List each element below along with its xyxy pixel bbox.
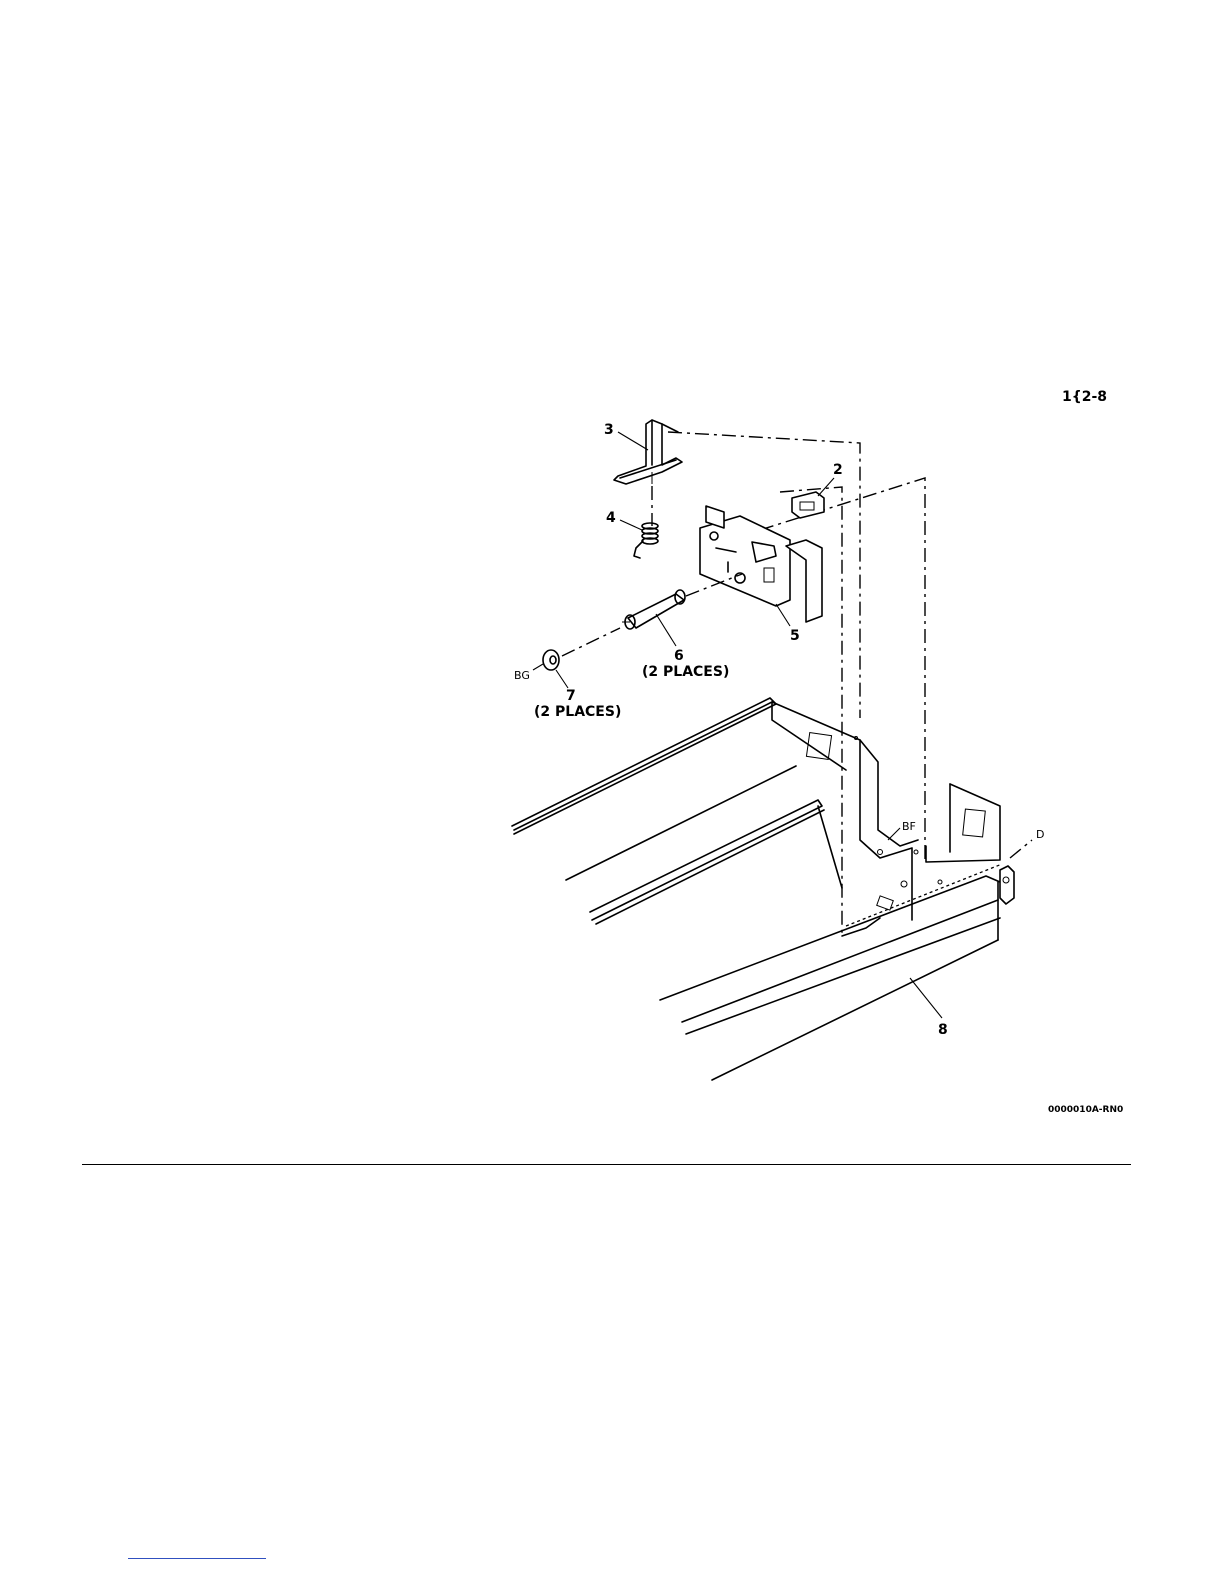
part-2-clip bbox=[792, 492, 824, 518]
part-7-washer bbox=[533, 650, 559, 670]
callout-7-note: (2 PLACES) bbox=[534, 704, 621, 720]
callout-6-note: (2 PLACES) bbox=[642, 664, 729, 680]
part-8-frame bbox=[512, 698, 1032, 1080]
locator-bg: BG bbox=[514, 669, 530, 682]
callout-7: 7 bbox=[566, 688, 576, 704]
callout-6: 6 bbox=[674, 648, 684, 664]
callout-3: 3 bbox=[604, 422, 614, 438]
locator-bf: BF bbox=[902, 820, 916, 833]
locator-d: D bbox=[1036, 828, 1044, 841]
shaft-axis-lower bbox=[562, 628, 620, 656]
drawing-code: 0000010A-RN0 bbox=[1048, 1105, 1123, 1115]
callout-8: 8 bbox=[938, 1022, 948, 1038]
callout-4: 4 bbox=[606, 510, 616, 526]
page-divider bbox=[82, 1164, 1131, 1165]
figure-reference: 1{2-8 bbox=[1062, 389, 1107, 405]
part-6-shaft bbox=[622, 590, 685, 629]
footer-link-underline[interactable] bbox=[128, 1558, 266, 1559]
callout-5: 5 bbox=[790, 628, 800, 644]
callout-2: 2 bbox=[833, 462, 843, 478]
part-5-bracket bbox=[700, 506, 822, 622]
part-3-lever bbox=[614, 420, 682, 484]
